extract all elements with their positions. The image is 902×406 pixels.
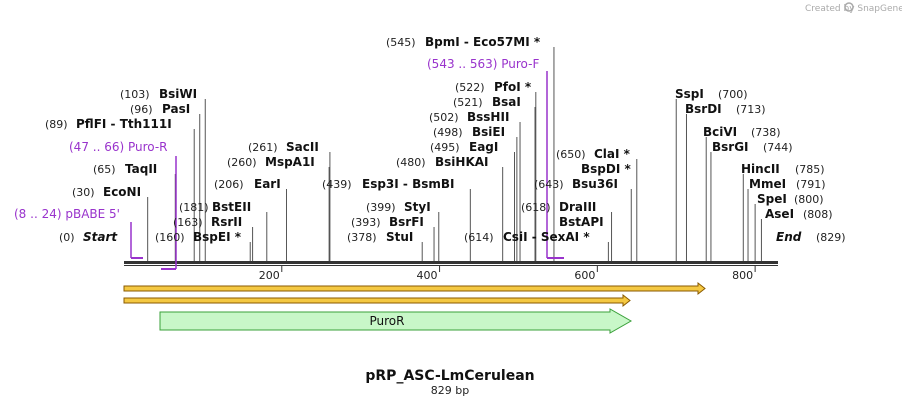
primer-marker-puro-f xyxy=(546,71,564,259)
site-name-bsteii: BstEII xyxy=(212,200,251,214)
site-name-bspdi: BspDI * xyxy=(581,162,631,176)
feature-puror-label: PuroR xyxy=(370,314,405,328)
site-name-bsai: BsaI xyxy=(492,95,521,109)
site-pos: (495) xyxy=(430,141,460,154)
site-pos: (800) xyxy=(794,193,824,206)
site-pos: (480) xyxy=(396,156,426,169)
site-pos: (206) xyxy=(214,178,244,191)
feature-puror[interactable]: PuroR xyxy=(159,308,633,334)
site-name-clai: ClaI * xyxy=(594,147,631,161)
site-pos: (160) xyxy=(155,231,185,244)
site-pos: (89) xyxy=(45,118,68,131)
end-label: End xyxy=(776,230,802,244)
site-name-bpmi: BpmI - Eco57MI * xyxy=(425,35,541,49)
site-name-bsu36i: Bsu36I xyxy=(572,177,618,191)
ruler-ticks: 200 400 600 800 xyxy=(259,266,756,282)
site-name-bsiwi: BsiWI xyxy=(159,87,197,101)
site-pos: (502) xyxy=(429,111,459,124)
end-pos: (829) xyxy=(816,231,846,244)
site-pos: (260) xyxy=(227,156,257,169)
site-name-bsshii: BssHII xyxy=(467,110,509,124)
site-pos: (378) xyxy=(347,231,377,244)
site-name-bsrgi: BsrGI xyxy=(712,140,749,154)
site-name-styi: StyI xyxy=(404,200,431,214)
site-name-pfoi: PfoI * xyxy=(494,80,532,94)
site-pos: (700) xyxy=(718,88,748,101)
site-name-stui: StuI xyxy=(386,230,413,244)
site-pos: (30) xyxy=(72,186,95,199)
site-name-bsihkai: BsiHKAI xyxy=(435,155,489,169)
site-pos: (650) xyxy=(556,148,586,161)
site-name-pflfi: PflFI - Tth111I xyxy=(76,117,172,131)
site-pos: (393) xyxy=(351,216,381,229)
orf-arrow-2 xyxy=(123,293,631,308)
site-name-eari: EarI xyxy=(254,177,281,191)
site-pos: (96) xyxy=(130,103,153,116)
site-name-mmei: MmeI xyxy=(749,177,786,191)
sequence-backbone xyxy=(124,261,778,264)
site-pos: (785) xyxy=(795,163,825,176)
ruler-tick-label: 800 xyxy=(732,269,753,282)
site-name-draiii: DraIII xyxy=(559,200,596,214)
site-name-sspi: SspI xyxy=(675,87,704,101)
site-name-bstapi: BstAPI xyxy=(559,215,604,229)
primer-marker-pbabe xyxy=(130,222,143,259)
ruler-tick-label: 600 xyxy=(574,269,595,282)
site-pos: (163) xyxy=(173,216,203,229)
primer-label-puro-r: (47 .. 66) Puro-R xyxy=(69,140,168,154)
snapgene-logo-icon xyxy=(844,2,854,12)
site-name-taqii: TaqII xyxy=(125,162,157,176)
site-pos: (103) xyxy=(120,88,150,101)
ruler-tick-label: 200 xyxy=(259,269,280,282)
site-name-bspei: BspEI * xyxy=(193,230,242,244)
site-name-spei: SpeI xyxy=(757,192,787,206)
cut-lines xyxy=(147,47,762,261)
site-pos: (65) xyxy=(93,163,116,176)
site-name-eagi: EagI xyxy=(469,140,498,154)
plasmid-length: 829 bp xyxy=(431,384,469,397)
start-label: Start xyxy=(83,230,118,244)
primer-label-pbabe: (8 .. 24) pBABE 5' xyxy=(14,207,120,221)
primer-marker-puro-r xyxy=(161,156,177,270)
site-name-pasi: PasI xyxy=(162,102,190,116)
snapgene-credit: Created by SnapGene xyxy=(805,4,902,14)
site-name-bsiei: BsiEI xyxy=(472,125,505,139)
ruler-tick-label: 400 xyxy=(417,269,438,282)
site-pos: (744) xyxy=(763,141,793,154)
site-pos: (791) xyxy=(796,178,826,191)
site-name-esp3i: Esp3I - BsmBI xyxy=(362,177,454,191)
site-pos: (643) xyxy=(534,178,564,191)
site-pos: (521) xyxy=(453,96,483,109)
start-pos: (0) xyxy=(59,231,75,244)
site-pos: (614) xyxy=(464,231,494,244)
site-pos: (545) xyxy=(386,36,416,49)
site-pos: (439) xyxy=(322,178,352,191)
orf-arrow-1 xyxy=(123,281,706,296)
site-name-asei: AseI xyxy=(765,207,794,221)
site-pos: (808) xyxy=(803,208,833,221)
site-pos: (399) xyxy=(366,201,396,214)
site-name-econi: EcoNI xyxy=(103,185,141,199)
site-pos: (738) xyxy=(751,126,781,139)
primer-label-puro-f: (543 .. 563) Puro-F xyxy=(427,57,539,71)
plasmid-title: pRP_ASC-LmCerulean xyxy=(365,368,534,384)
site-pos: (618) xyxy=(521,201,551,214)
site-pos: (522) xyxy=(455,81,485,94)
site-pos: (181) xyxy=(179,201,209,214)
site-name-bcivi: BciVI xyxy=(703,125,737,139)
site-name-mspa1i: MspA1I xyxy=(265,155,315,169)
sequence-backbone-lower xyxy=(124,265,778,266)
site-pos: (713) xyxy=(736,103,766,116)
site-name-csii: CsiI - SexAI * xyxy=(503,230,590,244)
site-name-rsrii: RsrII xyxy=(211,215,242,229)
site-name-hincii: HincII xyxy=(741,162,780,176)
site-name-sacii: SacII xyxy=(286,140,319,154)
site-name-bsrdi: BsrDI xyxy=(685,102,722,116)
site-pos: (261) xyxy=(248,141,278,154)
site-labels: (545) BpmI - Eco57MI * (543 .. 563) Puro… xyxy=(14,35,846,244)
site-name-bsrfi: BsrFI xyxy=(389,215,424,229)
site-pos: (498) xyxy=(433,126,463,139)
